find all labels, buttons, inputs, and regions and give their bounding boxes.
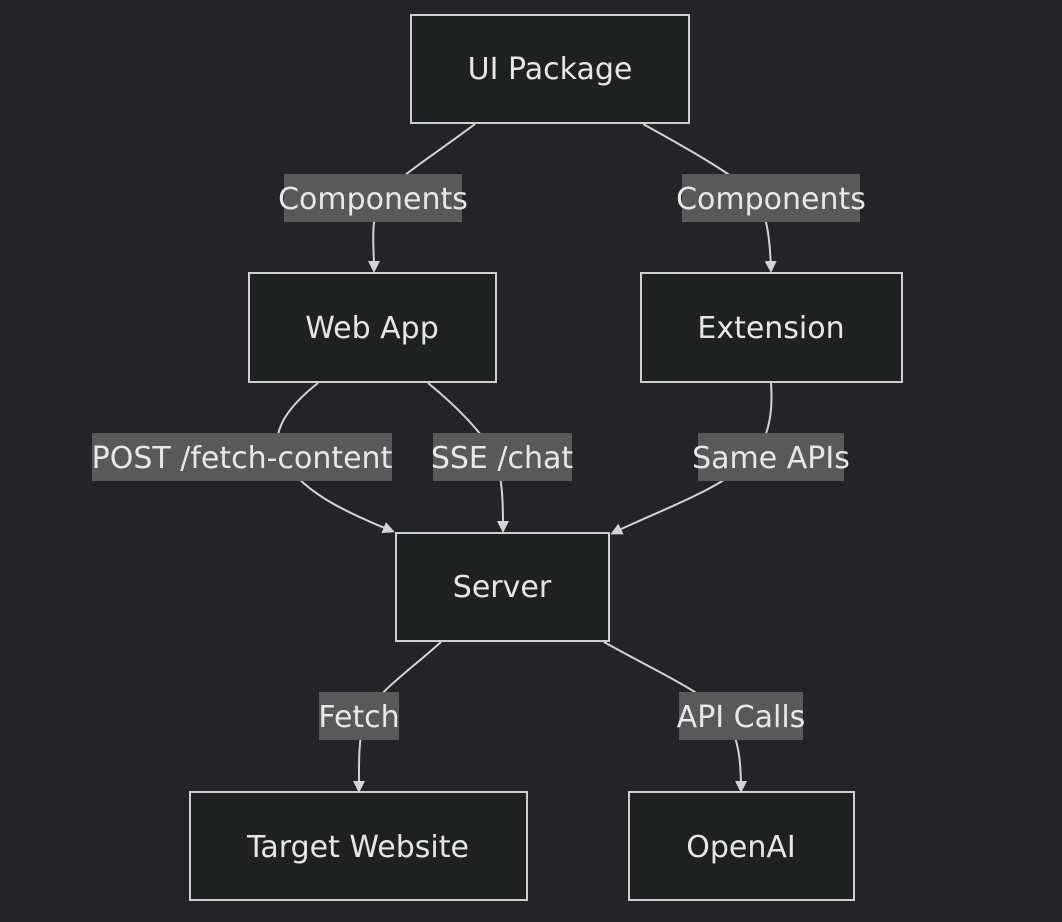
- label-bg-ui-to-ext: [682, 174, 860, 222]
- label-bg-server-to-openai: [679, 692, 803, 740]
- label-server-to-target: Fetch: [318, 700, 399, 735]
- label-server-to-openai: API Calls: [677, 700, 806, 735]
- node-openai-label: OpenAI: [686, 830, 796, 865]
- label-ext-to-server: Same APIs: [692, 441, 850, 476]
- node-ui-package: UI Package: [410, 14, 690, 124]
- label-ui-to-ext: Components: [676, 182, 866, 217]
- label-bg-ui-to-web: [284, 174, 462, 222]
- label-bg-server-to-target: [319, 692, 399, 740]
- label-bg-web-to-server-post: [92, 433, 392, 481]
- node-openai: OpenAI: [628, 791, 855, 901]
- node-extension: Extension: [640, 272, 903, 383]
- label-bg-web-to-server-sse: [433, 433, 572, 481]
- label-web-to-server-sse: SSE /chat: [431, 441, 574, 476]
- node-target-website-label: Target Website: [246, 830, 469, 865]
- node-extension-label: Extension: [697, 311, 844, 346]
- edge-labels: Components Components POST /fetch-conten…: [92, 174, 866, 740]
- node-server-label: Server: [453, 570, 552, 605]
- node-server: Server: [395, 532, 610, 642]
- node-web-app: Web App: [248, 272, 497, 383]
- node-ui-package-label: UI Package: [468, 52, 633, 87]
- node-target-website: Target Website: [189, 791, 528, 901]
- label-web-to-server-post: POST /fetch-content: [92, 441, 393, 476]
- label-ui-to-web: Components: [278, 182, 468, 217]
- label-bg-ext-to-server: [698, 433, 844, 481]
- node-web-app-label: Web App: [305, 311, 439, 346]
- nodes: UI Package Web App Extension Server Targ…: [189, 14, 903, 901]
